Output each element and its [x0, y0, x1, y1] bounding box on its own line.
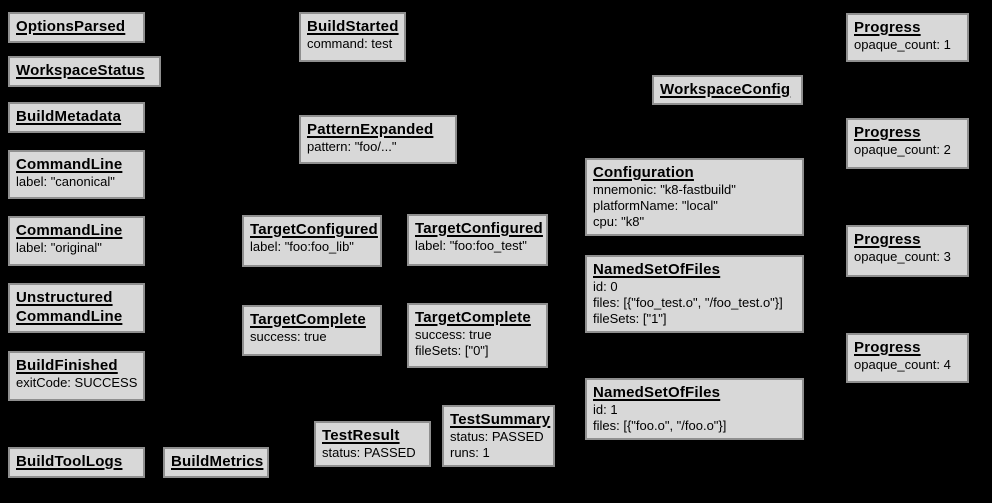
- event-title: TargetConfigured: [250, 221, 378, 238]
- event-box-workspace-status: WorkspaceStatus: [8, 56, 161, 87]
- event-title: TargetComplete: [250, 311, 366, 328]
- event-field: opaque_count: 4: [854, 357, 951, 372]
- event-field: pattern: "foo/...": [307, 139, 397, 154]
- event-field: fileSets: ["0"]: [415, 343, 489, 358]
- event-title: Progress: [854, 339, 921, 356]
- event-title: OptionsParsed: [16, 18, 126, 35]
- event-field: success: true: [250, 329, 327, 344]
- event-title: Progress: [854, 231, 921, 248]
- event-title: Unstructured CommandLine: [16, 289, 123, 325]
- event-field: status: PASSED: [450, 429, 544, 444]
- event-field: success: true: [415, 327, 492, 342]
- event-box-build-metrics: BuildMetrics: [163, 447, 269, 478]
- event-field: label: "canonical": [16, 174, 115, 189]
- event-title: TestSummary: [450, 411, 551, 428]
- event-title: BuildMetadata: [16, 108, 122, 125]
- event-field: label: "foo:foo_test": [415, 238, 527, 253]
- event-title: NamedSetOfFiles: [593, 261, 721, 278]
- event-field: exitCode: SUCCESS: [16, 375, 138, 390]
- event-field: label: "original": [16, 240, 102, 255]
- event-box-build-metadata: BuildMetadata: [8, 102, 145, 133]
- event-field: mnemonic: "k8-fastbuild": [593, 182, 736, 197]
- event-title: NamedSetOfFiles: [593, 384, 721, 401]
- event-field: opaque_count: 1: [854, 37, 951, 52]
- event-title: PatternExpanded: [307, 121, 434, 138]
- event-title: BuildToolLogs: [16, 453, 123, 470]
- event-title: BuildFinished: [16, 357, 118, 374]
- event-title: WorkspaceConfig: [660, 81, 791, 98]
- event-field: files: [{"foo_test.o", "/foo_test.o"}]: [593, 295, 783, 310]
- event-field: id: 0: [593, 279, 618, 294]
- event-field: label: "foo:foo_lib": [250, 239, 354, 254]
- event-box-build-tool-logs: BuildToolLogs: [8, 447, 145, 478]
- event-field: command: test: [307, 36, 393, 51]
- event-title: TestResult: [322, 427, 400, 444]
- event-box-unstructured-command-line: Unstructured CommandLine: [8, 283, 145, 333]
- event-field: cpu: "k8": [593, 214, 645, 229]
- event-field: platformName: "local": [593, 198, 718, 213]
- event-title: Progress: [854, 19, 921, 36]
- event-field: status: PASSED: [322, 445, 416, 460]
- event-box-workspace-config: WorkspaceConfig: [652, 75, 803, 105]
- event-title: Configuration: [593, 164, 694, 181]
- event-field: opaque_count: 2: [854, 142, 951, 157]
- event-title: CommandLine: [16, 222, 123, 239]
- event-field: opaque_count: 3: [854, 249, 951, 264]
- event-field: files: [{"foo.o", "/foo.o"}]: [593, 418, 727, 433]
- event-field: id: 1: [593, 402, 618, 417]
- event-title: TargetComplete: [415, 309, 531, 326]
- event-title: WorkspaceStatus: [16, 62, 145, 79]
- event-title: Progress: [854, 124, 921, 141]
- event-title: BuildStarted: [307, 18, 399, 35]
- event-box-options-parsed: OptionsParsed: [8, 12, 145, 43]
- event-field: fileSets: ["1"]: [593, 311, 667, 326]
- event-title: CommandLine: [16, 156, 123, 173]
- event-title: TargetConfigured: [415, 220, 543, 237]
- event-title: BuildMetrics: [171, 453, 264, 470]
- event-field: runs: 1: [450, 445, 490, 460]
